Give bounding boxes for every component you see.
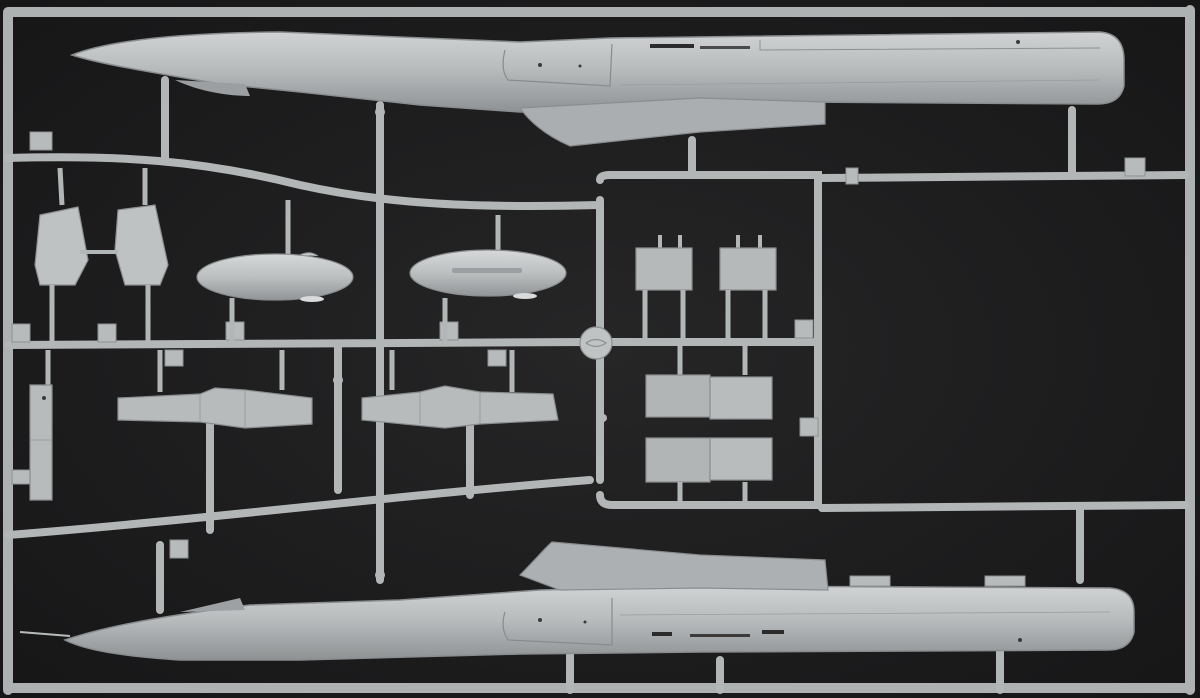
sprue-tag-disc <box>579 326 613 360</box>
small-panel-pair <box>635 235 777 340</box>
flap-strip-right <box>361 350 559 429</box>
drop-tank-left <box>196 200 354 342</box>
vertical-side-part <box>29 350 53 501</box>
airbrake-plates <box>645 345 773 505</box>
flap-strip-left <box>117 350 313 429</box>
drop-tank-right <box>409 215 567 342</box>
wing-pylon-pair <box>34 167 169 345</box>
fuselage-half-top <box>69 31 1125 147</box>
fuselage-half-bottom <box>19 541 1135 661</box>
sprue-nubs <box>161 88 607 580</box>
sprue-frame <box>3 5 1195 695</box>
